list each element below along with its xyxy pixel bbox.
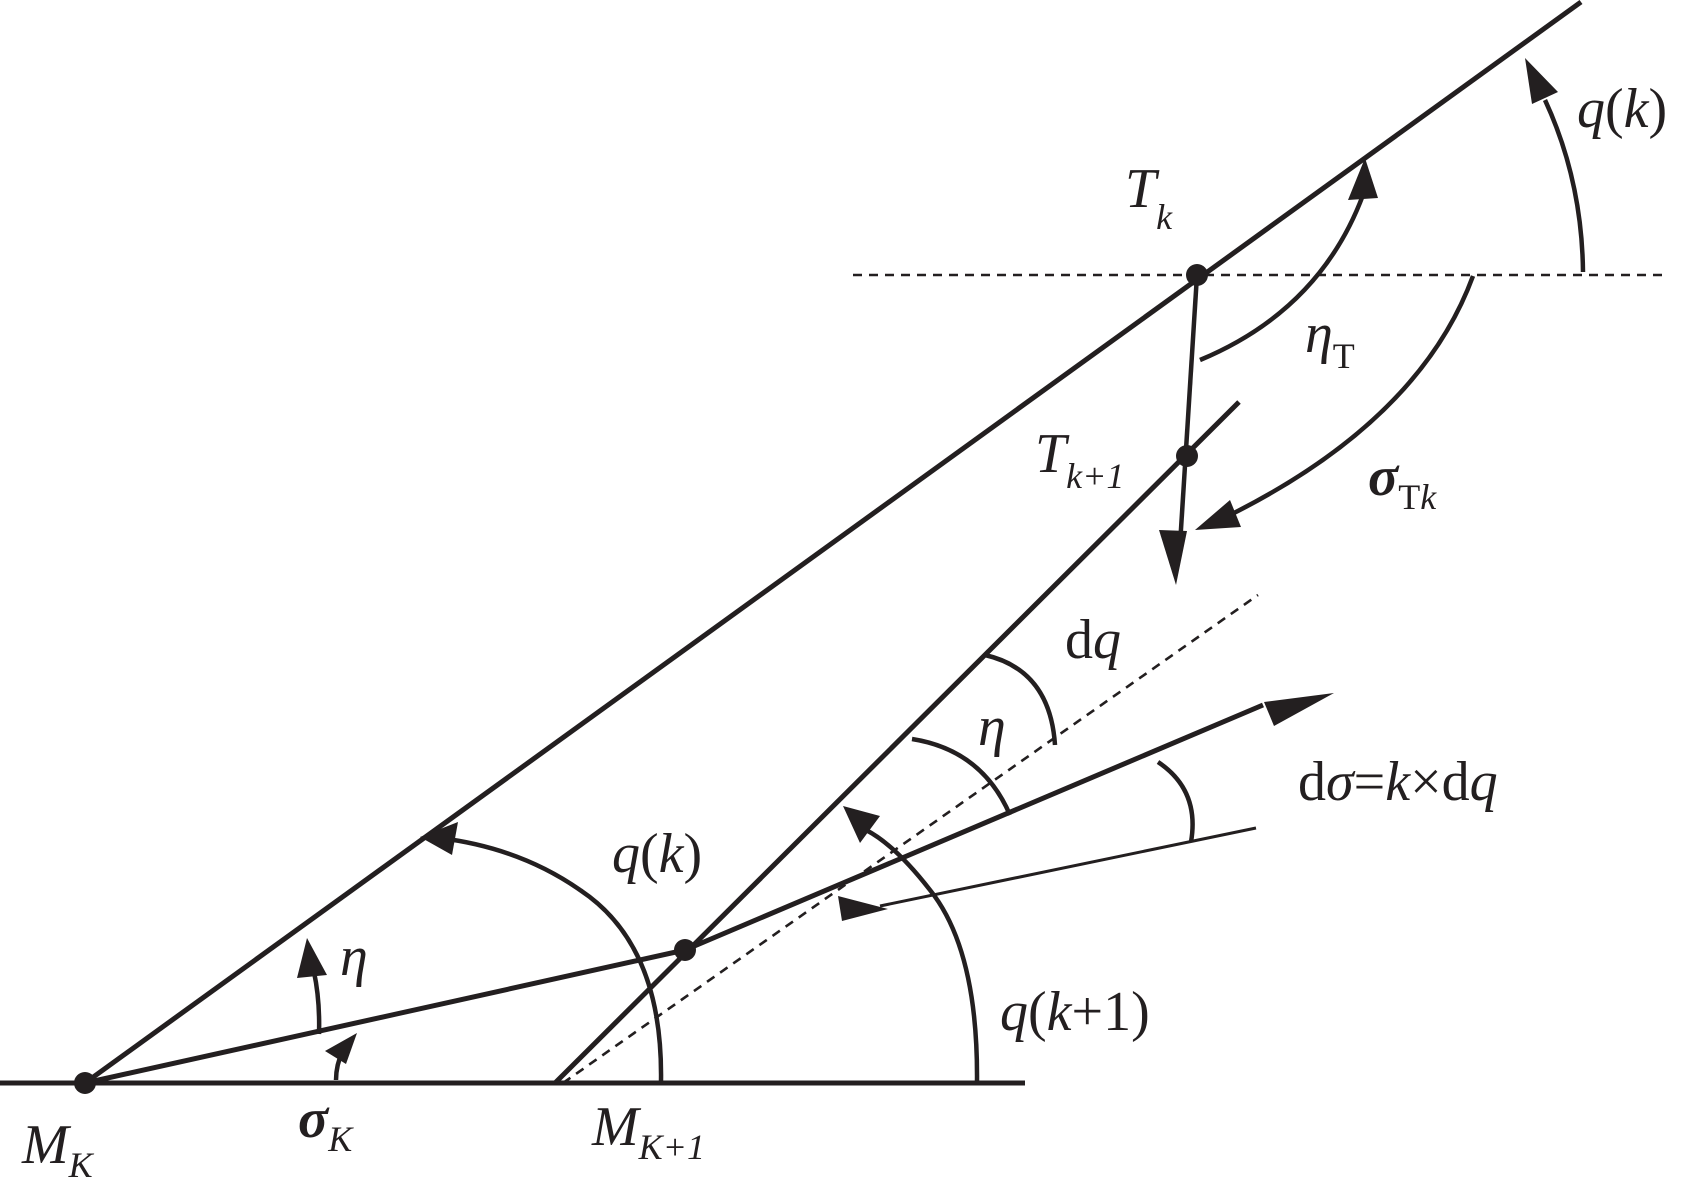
eta-t-arrowhead [1348, 158, 1378, 200]
q-k-lower-arc [439, 835, 664, 1082]
velocity-extension-line [879, 826, 1257, 908]
velocity-extension-arrowhead [838, 896, 888, 921]
dsigma-arc [1156, 760, 1195, 843]
label-eta-lower: η [340, 926, 368, 988]
sigma-tk-arrowhead [1195, 500, 1241, 530]
q-k-upper-arc [1542, 99, 1586, 273]
eta-lower-arc [311, 971, 322, 1035]
sigma-k-arrowhead [325, 1033, 357, 1064]
q-k-lower-arrowhead [420, 822, 458, 855]
q-k1-arrowhead [843, 806, 880, 843]
label-eta-t: ηT [1305, 303, 1355, 376]
dq-arc [984, 652, 1058, 746]
label-m-k1: MK+1 [591, 1096, 705, 1167]
target-motion-arrowhead [1159, 530, 1187, 585]
label-t-k1: Tk+1 [1035, 423, 1124, 496]
eta-t-arc [1199, 194, 1366, 363]
parallel-los-dashed [562, 593, 1259, 1085]
label-dsigma-equation: dσ=k×dq [1298, 751, 1498, 813]
label-t-k: Tk [1125, 158, 1173, 237]
label-sigma-k: σK [298, 1088, 354, 1159]
label-m-k: MK [21, 1114, 95, 1185]
sigma-tk-arc [1228, 275, 1476, 518]
point-m-k [74, 1072, 96, 1094]
label-q-k1: q(k+1) [1000, 981, 1150, 1043]
velocity-line-k1 [684, 702, 1264, 953]
velocity-line-k [84, 947, 686, 1086]
eta-middle-arc [911, 736, 1013, 816]
velocity-k1-arrowhead [1264, 693, 1334, 726]
label-eta-middle: η [978, 696, 1006, 758]
point-t-k1 [1176, 445, 1198, 467]
label-dq: dq [1065, 609, 1121, 671]
label-sigma-tk: σTk [1368, 446, 1437, 517]
label-q-k-upper: q(k) [1577, 78, 1667, 140]
label-q-k-lower: q(k) [612, 823, 702, 885]
line-of-sight-k [83, 0, 1583, 1086]
eta-lower-arrowhead [297, 938, 327, 978]
line-of-sight-k1 [553, 400, 1241, 1085]
target-motion-line [1177, 274, 1200, 546]
q-k-upper-arrowhead [1525, 58, 1558, 104]
q-k1-arc [864, 828, 980, 1082]
point-velocity-intersection [674, 939, 696, 961]
point-t-k [1186, 264, 1208, 286]
